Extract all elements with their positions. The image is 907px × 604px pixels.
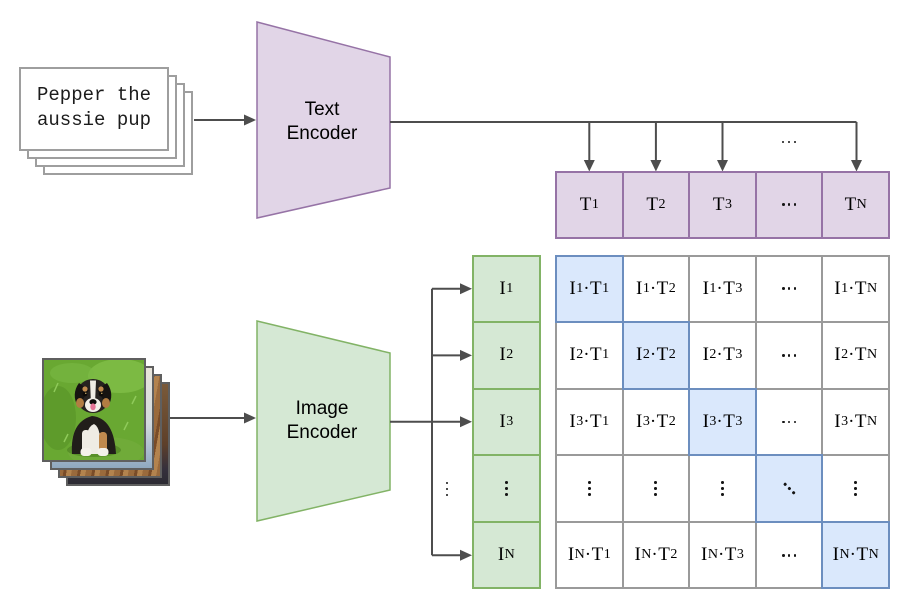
similarity-cell: [688, 454, 757, 523]
image-branch-ellipsis: [439, 476, 455, 502]
arrowhead-icon: [460, 416, 472, 428]
text-embedding-cell: [754, 170, 824, 240]
text-encoder-label: Text Encoder: [286, 99, 358, 144]
similarity-cell: [754, 520, 824, 590]
image-embedding-cell: [472, 454, 541, 523]
text-input-arrow: [194, 114, 256, 126]
arrowhead-icon: [460, 283, 472, 295]
image-encoder-shape: [256, 320, 391, 522]
arrowhead-icon: [851, 160, 862, 172]
image-card-front: [42, 358, 146, 462]
image-input-arrow: [169, 412, 256, 424]
similarity-cell: [754, 254, 824, 324]
text-caption: Pepper the aussie pup: [37, 84, 152, 132]
top-row-ellipsis: [775, 133, 803, 151]
similarity-cell: [555, 454, 624, 523]
similarity-cell: [754, 387, 824, 457]
arrowhead-icon: [460, 349, 472, 361]
arrowhead-icon: [460, 549, 472, 561]
similarity-cell: [754, 321, 824, 390]
similarity-cell-highlighted: [754, 454, 824, 523]
arrowhead-icon: [244, 412, 256, 424]
text-embedding-connectors: [390, 121, 862, 172]
arrowhead-icon: [244, 114, 256, 126]
arrowhead-icon: [583, 160, 595, 172]
image-encoder-label: Image Encoder: [286, 398, 358, 443]
arrowhead-icon: [717, 160, 728, 172]
text-card-front: Pepper the aussie pup: [19, 67, 169, 151]
image-embedding-connectors: [390, 283, 472, 561]
similarity-cell: [621, 454, 691, 523]
similarity-cell: [821, 454, 890, 523]
puppy-photo: [44, 360, 144, 460]
arrowhead-icon: [650, 160, 662, 172]
text-encoder-shape: [256, 21, 391, 219]
